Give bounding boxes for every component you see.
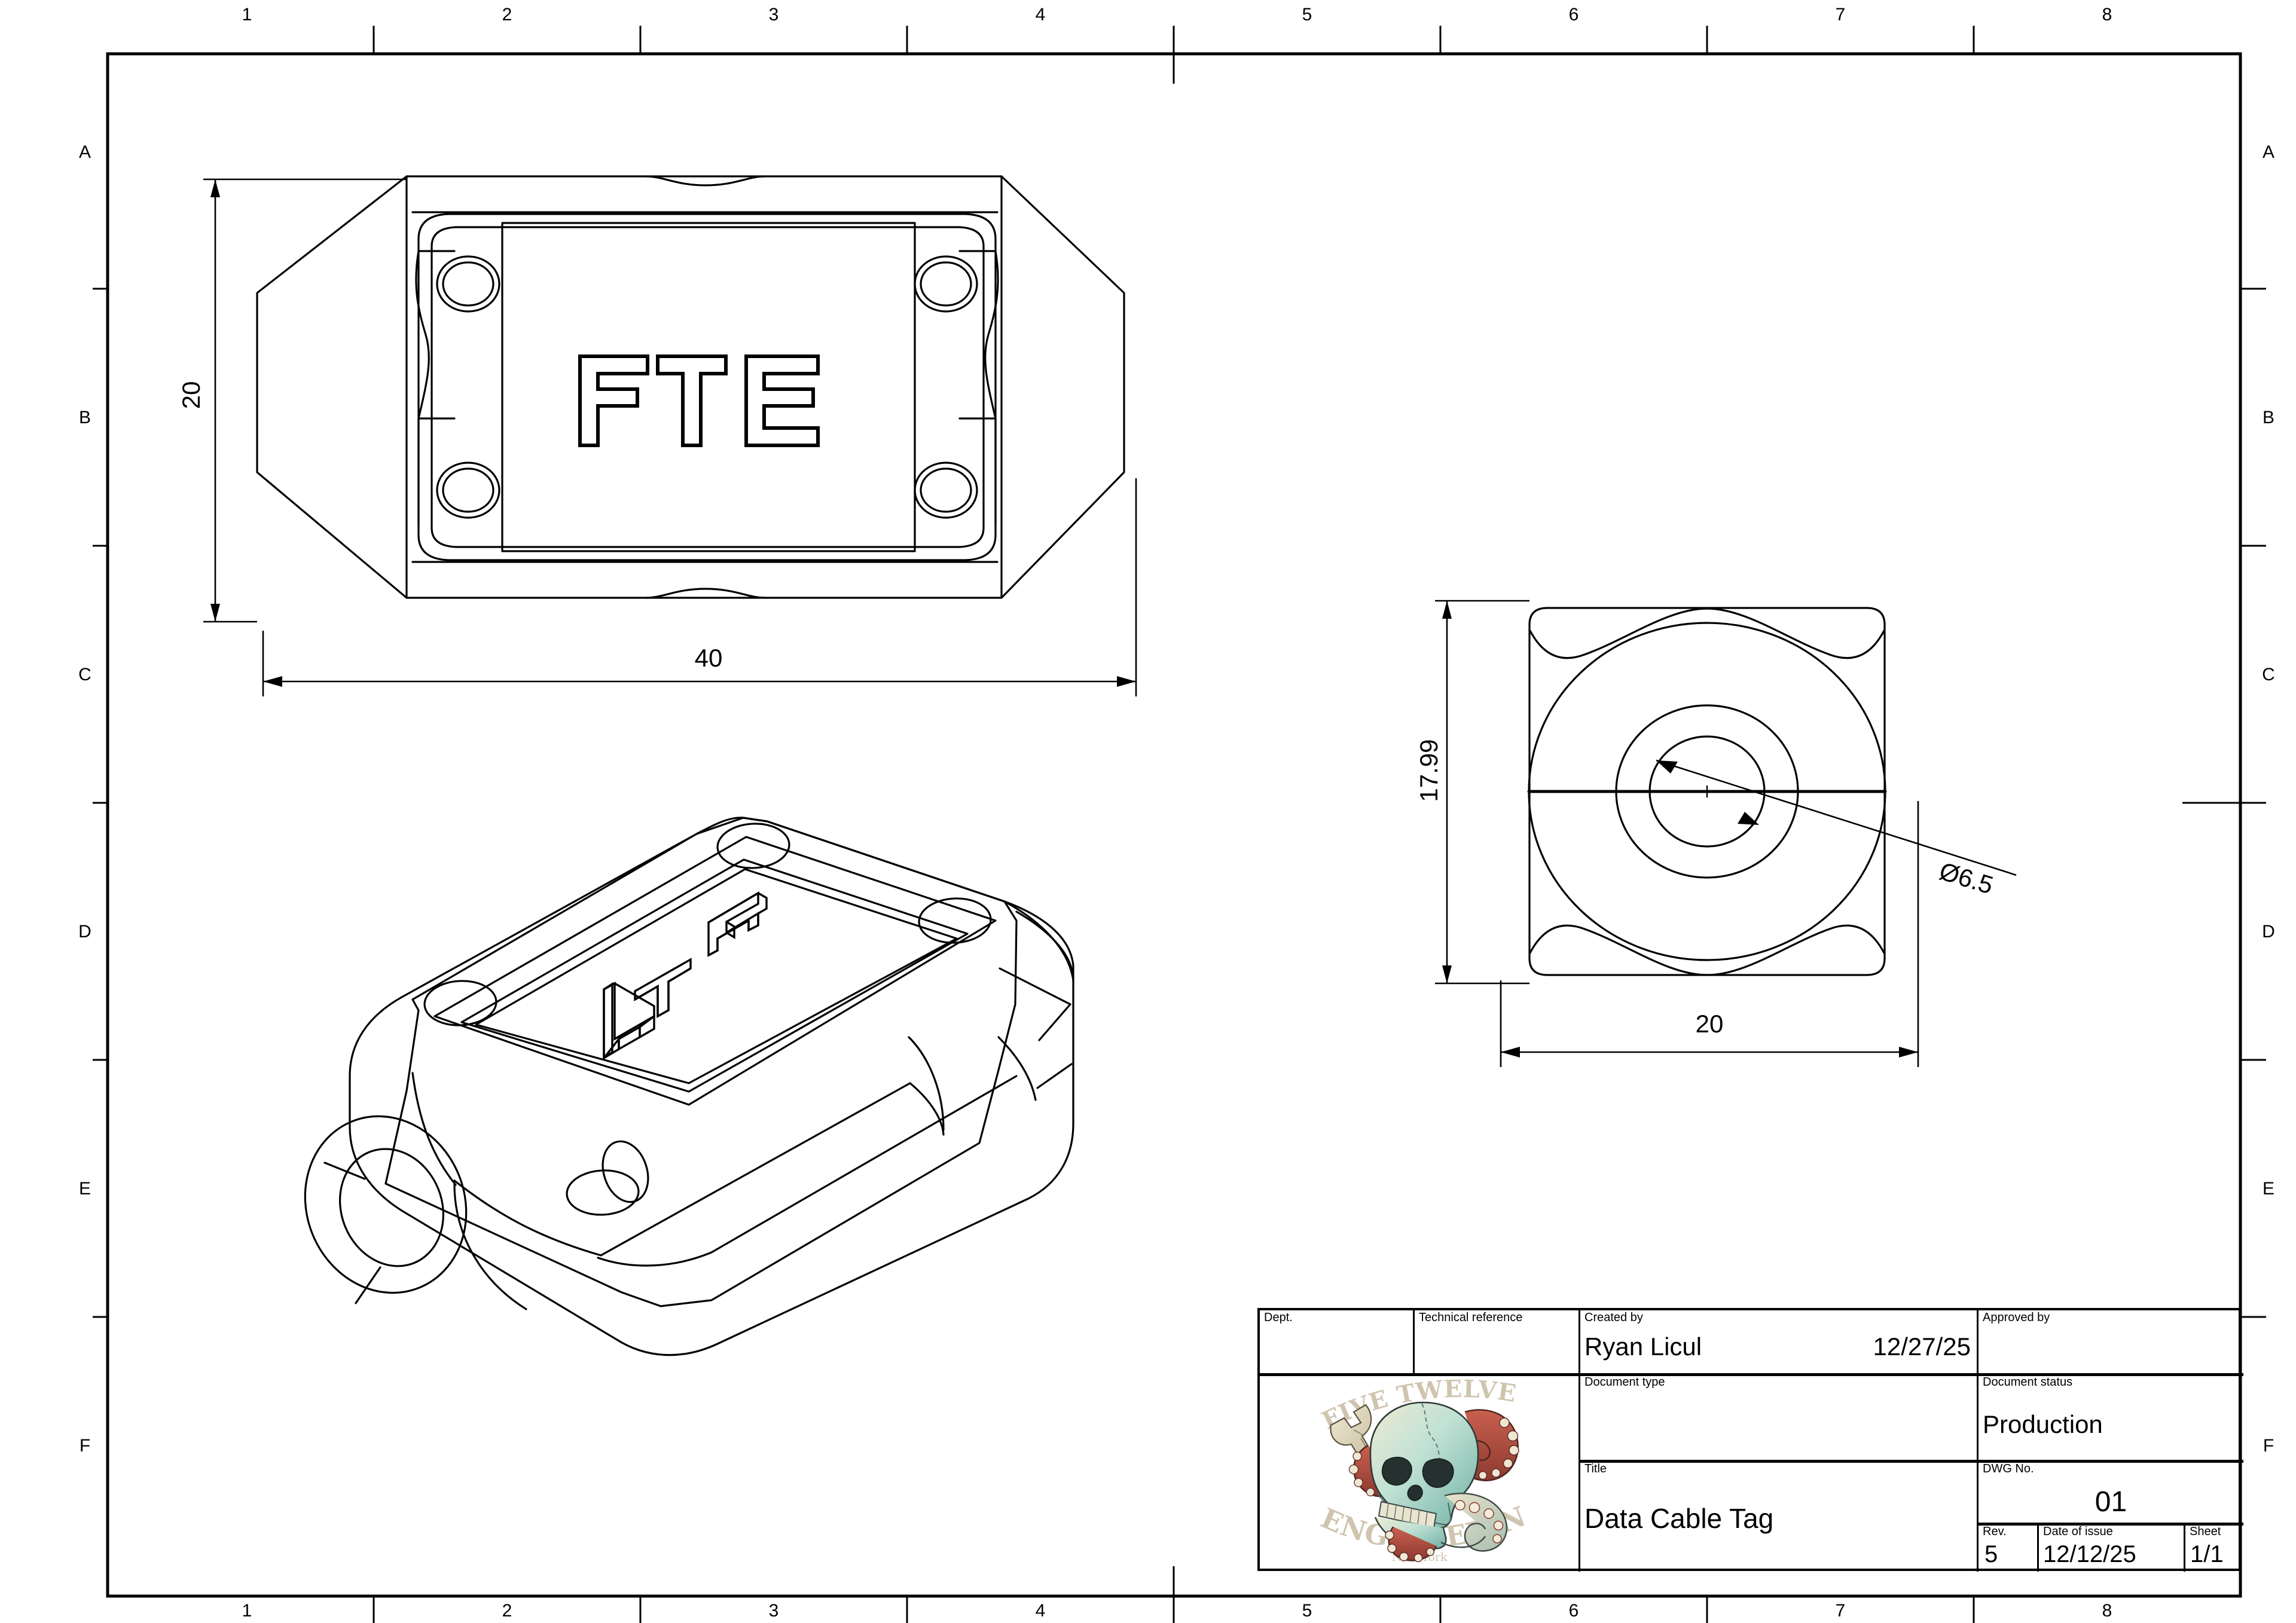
zone-ticks-bottom xyxy=(373,1596,1975,1623)
tb-label-dept: Dept. xyxy=(1264,1311,1293,1324)
zone-label-bottom-1: 1 xyxy=(242,1601,252,1621)
tb-label-title: Title xyxy=(1584,1462,1607,1475)
zone-label-right-b: B xyxy=(2262,408,2274,427)
tb-cell-sheet: Sheet 1/1 xyxy=(2185,1524,2243,1572)
tb-cell-rev: Rev. 5 xyxy=(1979,1524,2037,1572)
zone-ticks-right xyxy=(2182,288,2266,1318)
zone-label-bottom-6: 6 xyxy=(1568,1601,1579,1621)
zone-label-left-e: E xyxy=(78,1179,91,1199)
tentacle-front xyxy=(1384,1492,1507,1562)
zone-label-right-c: C xyxy=(2262,665,2275,684)
zone-label-left-f: F xyxy=(79,1436,91,1456)
zone-label-bottom-5: 5 xyxy=(1302,1601,1312,1621)
tb-label-document-status: Document status xyxy=(1983,1376,2073,1389)
zone-label-right-e: E xyxy=(2262,1179,2274,1199)
tb-divider-left-block xyxy=(1578,1310,1580,1572)
tb-value-sheet: 1/1 xyxy=(2190,1541,2224,1567)
tb-divider-rev xyxy=(1977,1523,2243,1526)
tb-label-dwg-no: DWG No. xyxy=(1983,1462,2034,1475)
company-logo: FIVE TWELVE ENGINEERING New York xyxy=(1281,1353,1545,1569)
zone-label-bottom-3: 3 xyxy=(768,1601,779,1621)
zone-label-left-c: C xyxy=(78,665,91,684)
tb-label-created-by: Created by xyxy=(1584,1311,1643,1324)
center-mark xyxy=(1701,785,1713,797)
zone-label-left-d: D xyxy=(78,922,91,942)
tb-cell-date-of-issue: Date of issue 12/12/25 xyxy=(2039,1524,2184,1572)
top-view-fte-emboss xyxy=(578,354,820,447)
tb-label-approved-by: Approved by xyxy=(1983,1311,2050,1324)
zone-label-bottom-8: 8 xyxy=(2102,1601,2112,1621)
zone-label-left-b: B xyxy=(78,408,91,427)
zone-label-top-4: 4 xyxy=(1035,5,1046,25)
zone-label-top-8: 8 xyxy=(2102,5,2112,25)
tb-value-rev: 5 xyxy=(1984,1541,1998,1567)
zone-ticks-top xyxy=(373,26,1975,54)
tb-cell-logo: FIVE TWELVE ENGINEERING New York xyxy=(1260,1353,1578,1572)
tb-label-rev: Rev. xyxy=(1983,1525,2007,1538)
tb-value-title: Data Cable Tag xyxy=(1584,1503,1774,1534)
zone-label-bottom-2: 2 xyxy=(502,1601,512,1621)
tb-cell-created-by: Created by Ryan Licul 12/27/25 xyxy=(1580,1310,1977,1373)
logo-svg: FIVE TWELVE ENGINEERING New York xyxy=(1281,1353,1529,1564)
title-block: Dept. Technical reference Created by Rya… xyxy=(1257,1308,2243,1572)
tb-value-date-of-issue: 12/12/25 xyxy=(2043,1541,2136,1567)
zone-label-right-f: F xyxy=(2263,1436,2274,1456)
tb-cell-title: Title Data Cable Tag xyxy=(1580,1462,1977,1572)
tb-divider-rev-date xyxy=(2037,1523,2039,1572)
tb-label-technical-reference: Technical reference xyxy=(1419,1311,1523,1324)
dim-20-vertical xyxy=(203,178,407,623)
tb-divider-right-block xyxy=(1977,1310,1979,1572)
dim-label-40-horizontal: 40 xyxy=(694,644,723,672)
zone-label-bottom-4: 4 xyxy=(1035,1601,1046,1621)
zone-label-right-d: D xyxy=(2262,922,2275,942)
tb-cell-document-type: Document type xyxy=(1580,1375,1977,1460)
tb-divider-row2 xyxy=(1578,1460,2243,1463)
tb-cell-dept: Dept. xyxy=(1260,1310,1413,1373)
zone-label-top-5: 5 xyxy=(1302,5,1312,25)
iso-view-fte-emboss xyxy=(603,891,768,1060)
tb-value-created-by: Ryan Licul xyxy=(1584,1332,1702,1361)
zone-ticks-left xyxy=(93,288,108,1318)
zone-label-left-a: A xyxy=(78,142,91,162)
tb-divider-dept xyxy=(1413,1310,1415,1373)
tb-divider-row1 xyxy=(1260,1373,2243,1376)
tb-cell-document-status: Document status Production xyxy=(1979,1375,2243,1460)
dim-17-99-vertical xyxy=(1435,600,1529,985)
dim-leader-diameter xyxy=(1656,759,2017,876)
zone-label-right-a: A xyxy=(2262,142,2274,162)
dim-20-horizontal-endview xyxy=(1500,801,1919,1067)
zone-label-top-7: 7 xyxy=(1835,5,1846,25)
zone-label-top-2: 2 xyxy=(502,5,512,25)
zone-label-top-6: 6 xyxy=(1568,5,1579,25)
tb-cell-approved-by: Approved by xyxy=(1979,1310,2243,1373)
tb-cell-technical-reference: Technical reference xyxy=(1415,1310,1578,1373)
zone-label-bottom-7: 7 xyxy=(1835,1601,1846,1621)
tb-cell-dwg-no: DWG No. 01 xyxy=(1979,1462,2243,1523)
dim-label-20-endview: 20 xyxy=(1695,1010,1724,1038)
tb-value-created-date: 12/27/25 xyxy=(1873,1332,1971,1361)
tb-label-date-of-issue: Date of issue xyxy=(2043,1525,2113,1538)
tb-value-dwg-no: 01 xyxy=(2095,1486,2127,1518)
tb-label-document-type: Document type xyxy=(1584,1376,1665,1389)
zone-label-top-1: 1 xyxy=(242,5,252,25)
tb-value-document-status: Production xyxy=(1983,1410,2103,1438)
dim-40-horizontal xyxy=(262,478,1137,696)
tb-divider-date-sheet xyxy=(2184,1523,2185,1572)
zone-label-top-3: 3 xyxy=(768,5,779,25)
tb-label-sheet: Sheet xyxy=(2190,1525,2221,1538)
